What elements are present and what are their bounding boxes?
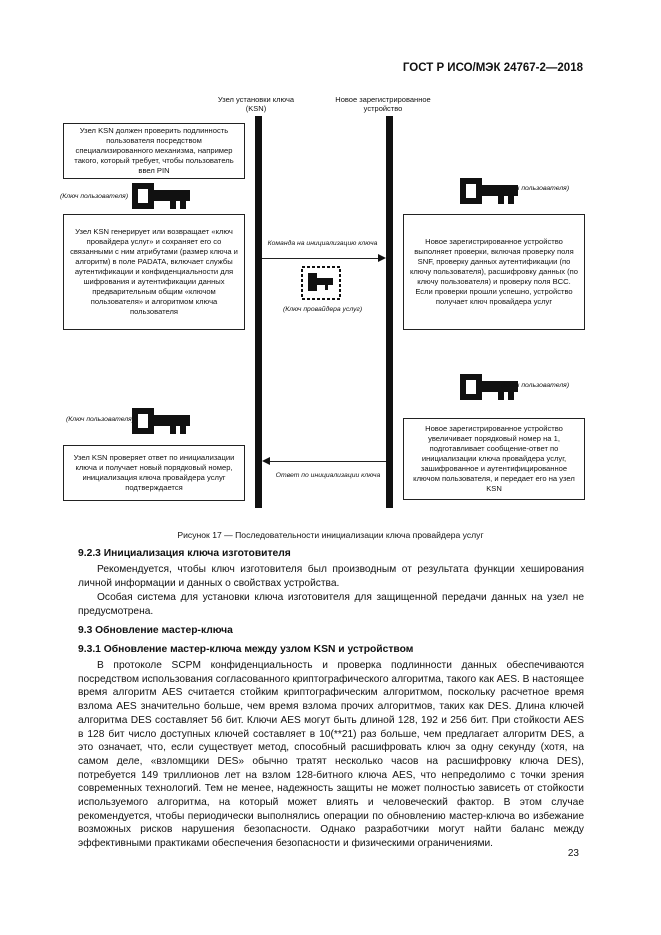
- ksn-generate-box: Узел KSN генерирует или возвращает «ключ…: [63, 214, 245, 330]
- key-init-command-arrow: [262, 258, 379, 259]
- key-init-response-label: Ответ по инициализации ключа: [275, 472, 381, 479]
- user-key-icon: [460, 178, 518, 204]
- key-init-response-arrow: [270, 461, 386, 462]
- figure-caption: Рисунок 17 — Последовательности инициали…: [177, 530, 484, 540]
- user-key-label: (Ключ пользователя): [66, 416, 135, 423]
- provider-key-icon: [301, 266, 341, 300]
- section-93-title: 9.3 Обновление мастер-ключа: [78, 625, 233, 636]
- device-verify-box: Новое зарегистрированное устройство выпо…: [403, 214, 585, 330]
- user-key-icon: [460, 374, 518, 400]
- ksn-auth-box: Узел KSN должен проверить подлинность по…: [63, 123, 245, 179]
- user-key-label: (Ключ пользователя): [60, 193, 129, 200]
- user-key-icon: [132, 183, 190, 209]
- page-number: 23: [567, 848, 579, 859]
- section-931-paragraph-1: В протоколе SCPM конфиденциальность и пр…: [78, 660, 584, 850]
- section-923-paragraph-1: Рекомендуется, чтобы ключ изготовителя б…: [78, 564, 584, 589]
- user-key-icon: [132, 408, 190, 434]
- ksn-lifeline: [255, 116, 262, 508]
- standard-header: ГОСТ Р ИСО/МЭК 24767-2—2018: [402, 62, 583, 74]
- provider-key-label: (Ключ провайдера услуг): [283, 306, 363, 313]
- section-923-title: 9.2.3 Инициализация ключа изготовителя: [78, 548, 291, 559]
- arrowhead-left-icon: [262, 457, 270, 465]
- section-931-title: 9.3.1 Обновление мастер-ключа между узло…: [78, 644, 414, 655]
- lane-left-label: Узел установки ключа (KSN): [217, 95, 295, 113]
- key-init-command-label: Команда на инициализацию ключа: [267, 240, 378, 247]
- device-response-box: Новое зарегистрированное устройство увел…: [403, 418, 585, 500]
- section-923-paragraph-2: Особая система для установки ключа изгот…: [78, 592, 584, 617]
- arrowhead-right-icon: [378, 254, 386, 262]
- device-lifeline: [386, 116, 393, 508]
- user-key-label: (Ключ пользователя): [501, 382, 570, 389]
- lane-right-label: Новое зарегистрированное устройство: [335, 95, 431, 113]
- ksn-confirm-box: Узел KSN проверяет ответ по инициализаци…: [63, 445, 245, 501]
- user-key-label: (Ключ пользователя): [501, 185, 570, 192]
